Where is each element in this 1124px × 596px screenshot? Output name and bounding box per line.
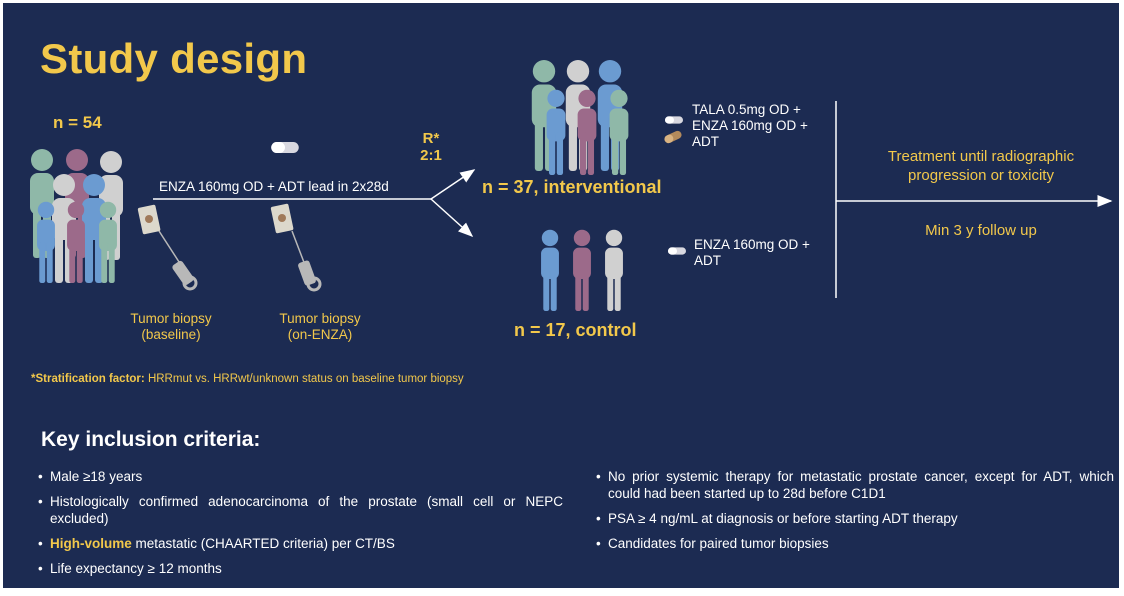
criteria-item: No prior systemic therapy for metastatic…	[596, 468, 1114, 502]
regimen-line: ADT	[692, 134, 719, 149]
criteria-text: Histologically confirmed adenocarcinoma …	[50, 494, 563, 526]
criteria-title: Key inclusion criteria:	[41, 428, 261, 451]
criteria-right-list: No prior systemic therapy for metastatic…	[596, 468, 1114, 560]
criteria-text: Life expectancy ≥ 12 months	[50, 561, 222, 576]
pill-icon	[271, 142, 299, 153]
interventional-n-label: n = 37, interventional	[482, 177, 662, 197]
randomization-r: R*	[422, 130, 440, 147]
criteria-item: PSA ≥ 4 ng/mL at diagnosis or before sta…	[596, 510, 1114, 527]
biopsy-icon-baseline	[137, 204, 198, 291]
stratification-note: *Stratification factor: HRRmut vs. HRRwt…	[31, 373, 464, 385]
person-icon	[573, 229, 591, 311]
treatment-line1: Treatment until radiographic	[887, 148, 1075, 165]
person-icon	[605, 229, 623, 311]
biopsy-baseline-line2: (baseline)	[141, 327, 201, 342]
stratification-label: *Stratification factor:	[31, 373, 145, 385]
person-icon	[67, 201, 85, 283]
control-n-label: n = 17, control	[514, 320, 637, 340]
criteria-item: Histologically confirmed adenocarcinoma …	[38, 493, 563, 527]
slide: Study design n = 54 ENZA 160mg OD + ADT …	[3, 3, 1119, 588]
regimen-line: ENZA 160mg OD +	[694, 237, 810, 252]
control-regimen: ENZA 160mg OD + ADT	[694, 237, 810, 269]
biopsy-on-enza-line2: (on-ENZA)	[287, 327, 353, 342]
randomization-label: R* 2:1	[411, 130, 451, 164]
person-icon	[99, 201, 117, 283]
criteria-left-list: Male ≥18 years Histologically confirmed …	[38, 468, 563, 585]
criteria-highlight: High-volume	[50, 536, 132, 551]
total-n-label: n = 54	[53, 113, 102, 132]
regimen-line: TALA 0.5mg OD +	[692, 102, 801, 117]
arm-arrow-interventional	[430, 169, 476, 200]
interventional-regimen: TALA 0.5mg OD + ENZA 160mg OD + ADT	[692, 102, 808, 150]
control-people-group	[541, 229, 623, 311]
lead-in-label: ENZA 160mg OD + ADT lead in 2x28d	[159, 179, 389, 194]
criteria-item: Candidates for paired tumor biopsies	[596, 535, 1114, 552]
biopsy-icon-on-enza	[270, 203, 322, 292]
pill-icon	[668, 247, 686, 255]
biopsy-on-enza-label: Tumor biopsy (on-ENZA)	[265, 311, 375, 343]
randomization-ratio: 2:1	[420, 147, 442, 164]
pill-icon	[665, 116, 683, 124]
regimen-line: ENZA 160mg OD +	[692, 118, 808, 133]
enrolled-people-group	[30, 149, 123, 283]
interventional-people-group	[531, 60, 629, 175]
page-title: Study design	[40, 35, 308, 82]
criteria-text: Male ≥18 years	[50, 469, 143, 484]
diagram-graphics	[30, 60, 1113, 311]
person-icon	[37, 201, 55, 283]
person-icon	[546, 89, 566, 175]
followup-label: Min 3 y follow up	[925, 222, 1037, 239]
criteria-item: High-volume metastatic (CHAARTED criteri…	[38, 535, 563, 552]
criteria-text: PSA ≥ 4 ng/mL at diagnosis or before sta…	[608, 511, 958, 526]
biopsy-baseline-label: Tumor biopsy (baseline)	[116, 311, 226, 343]
biopsy-baseline-line1: Tumor biopsy	[130, 311, 212, 326]
regimen-line: ADT	[694, 253, 721, 268]
criteria-text: Candidates for paired tumor biopsies	[608, 536, 829, 551]
criteria-item: Male ≥18 years	[38, 468, 563, 485]
person-icon	[541, 229, 559, 311]
biopsy-on-enza-line1: Tumor biopsy	[279, 311, 361, 326]
criteria-text: No prior systemic therapy for metastatic…	[608, 469, 1114, 501]
treatment-label: Treatment until radiographic progression…	[855, 147, 1107, 185]
treatment-line2: progression or toxicity	[908, 167, 1054, 184]
arm-arrow-control	[430, 198, 474, 238]
pill-icon	[664, 130, 682, 144]
stratification-text: HRRmut vs. HRRwt/unknown status on basel…	[144, 373, 464, 385]
criteria-text: metastatic (CHAARTED criteria) per CT/BS	[131, 536, 395, 551]
criteria-item: Life expectancy ≥ 12 months	[38, 560, 563, 577]
